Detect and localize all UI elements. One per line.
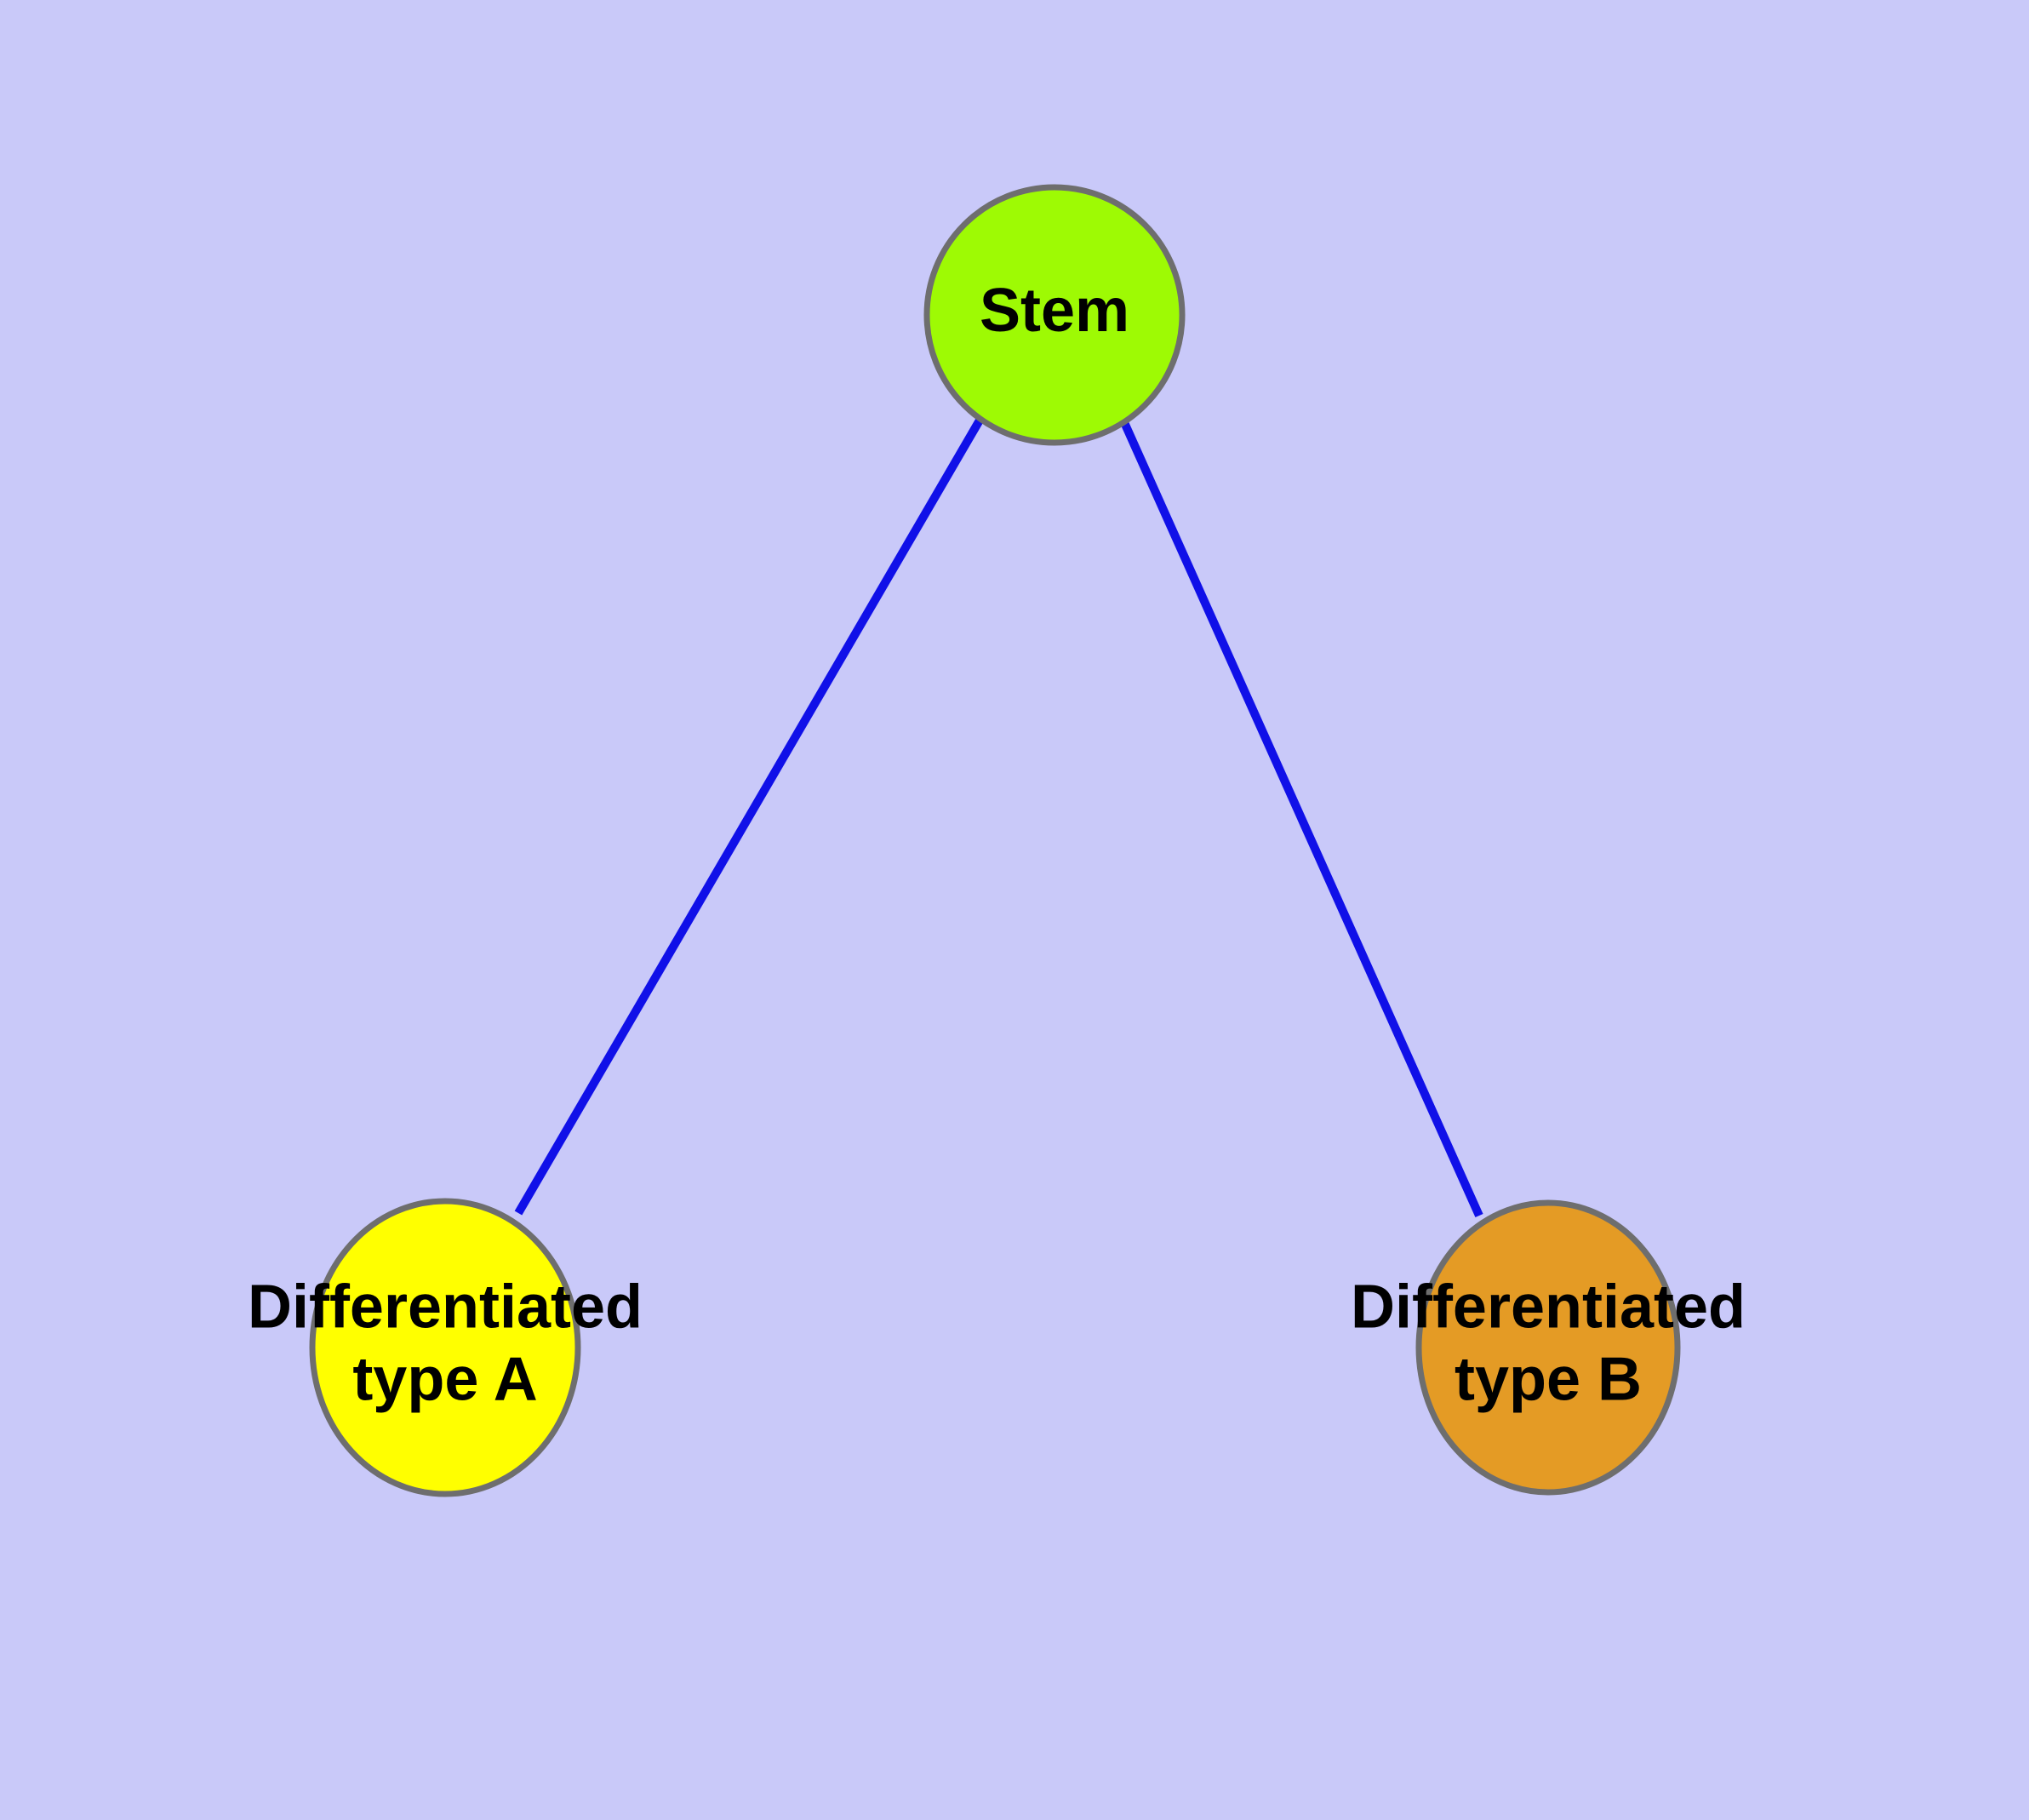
node-stem-label: Stem xyxy=(980,277,1129,345)
node-differentiated-type-a-circle[interactable] xyxy=(309,1198,581,1497)
node-label-line: Stem xyxy=(980,277,1129,345)
node-differentiated-type-b[interactable] xyxy=(1415,1199,1681,1496)
node-label-line: Differentiated xyxy=(1351,1273,1746,1342)
edges-layer xyxy=(514,416,1483,1218)
node-label-line: type B xyxy=(1455,1345,1642,1413)
node-label-line: Differentiated xyxy=(248,1273,643,1342)
edge-stem-to-differentiated-type-a xyxy=(514,416,985,1216)
node-stem-circle[interactable] xyxy=(923,184,1186,446)
node-label-line: type A xyxy=(352,1345,537,1413)
node-differentiated-type-b-circle[interactable] xyxy=(1415,1199,1681,1496)
edge-stem-to-differentiated-type-b xyxy=(1119,418,1483,1218)
nodes-layer xyxy=(309,184,1681,1497)
node-stem[interactable] xyxy=(923,184,1186,446)
node-differentiated-type-a[interactable] xyxy=(309,1198,581,1497)
